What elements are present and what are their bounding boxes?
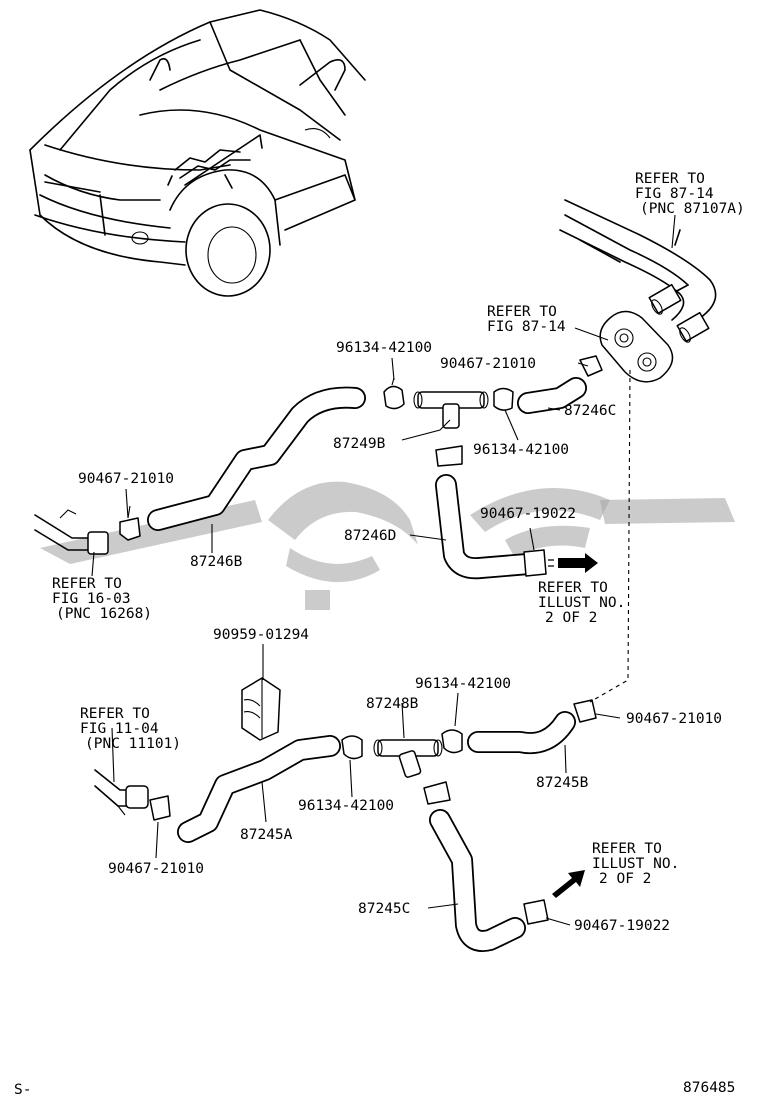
label-87246C: 87246C [564, 403, 616, 419]
arrow-up-right-lower [552, 870, 585, 898]
illustration-number: 876485 [683, 1080, 735, 1096]
label-96134-right: 96134-42100 [473, 442, 569, 458]
label-87245B: 87245B [536, 775, 589, 791]
arrow-right-upper [548, 553, 598, 573]
pipe-left-upper [34, 509, 109, 555]
label-90467-19022-upper: 90467-19022 [480, 506, 576, 522]
tee-87248B [373, 739, 443, 778]
hose-87246C [517, 377, 587, 414]
svg-text:(PNC 11101): (PNC 11101) [85, 736, 181, 752]
leader-lines [91, 214, 676, 926]
svg-text:REFER TO: REFER TO [52, 576, 122, 592]
svg-text:ILLUST NO.: ILLUST NO. [592, 856, 679, 872]
label-96134-upper-lower: 96134-42100 [415, 676, 511, 692]
svg-text:FIG 87-14: FIG 87-14 [487, 319, 566, 335]
hose-87246D [435, 474, 539, 580]
clip-90467-21010-lower-left [149, 795, 171, 821]
clip-90467-19022-upper [523, 549, 547, 577]
hose-87245C [429, 809, 526, 952]
svg-text:2 OF 2: 2 OF 2 [545, 610, 597, 626]
label-96134-top: 96134-42100 [336, 340, 432, 356]
hose-87245A [177, 735, 341, 843]
clamp-96134-lower-right [441, 729, 463, 754]
clamp-under-87248B [423, 781, 451, 805]
clamp-96134-top [383, 377, 405, 410]
label-90959: 90959-01294 [213, 627, 309, 643]
svg-text:REFER TO: REFER TO [80, 706, 150, 722]
label-87246B: 87246B [190, 554, 243, 570]
label-87246D: 87246D [344, 528, 396, 544]
tee-87249B [413, 391, 489, 429]
svg-text:REFER TO: REFER TO [538, 580, 608, 596]
label-87248B: 87248B [366, 696, 419, 712]
svg-text:FIG 11-04: FIG 11-04 [80, 721, 159, 737]
label-87249B: 87249B [333, 436, 386, 452]
vehicle-outline [29, 9, 366, 297]
svg-text:FIG 16-03: FIG 16-03 [52, 591, 131, 607]
label-90467-21010-upper-right: 90467-21010 [440, 356, 536, 372]
label-96134-lower-left: 96134-42100 [298, 798, 394, 814]
label-90467-21010-lower-left: 90467-21010 [108, 861, 204, 877]
hose-87245B [467, 711, 576, 754]
clamp-96134-lower-left [341, 735, 363, 760]
label-90467-21010-upper-left: 90467-21010 [78, 471, 174, 487]
svg-text:ILLUST NO.: ILLUST NO. [538, 595, 625, 611]
label-90467-21010-right-lower: 90467-21010 [626, 711, 722, 727]
label-87245A: 87245A [240, 827, 293, 843]
svg-text:REFER TO: REFER TO [487, 304, 557, 320]
refer-note-illust-lower: REFER TO ILLUST NO. 2 OF 2 [592, 841, 679, 887]
dashed-connector [589, 369, 631, 703]
footer-code: S- [14, 1082, 31, 1098]
refer-note-fig-87-14-pnc: REFER TO FIG 87-14 (PNC 87107A) [635, 171, 745, 217]
refer-note-fig-87-14: REFER TO FIG 87-14 [487, 304, 566, 335]
svg-text:FIG 87-14: FIG 87-14 [635, 186, 714, 202]
clip-90467-21010-right-upper [579, 355, 603, 377]
clamp-96134-right [493, 387, 514, 411]
clip-90467-21010-upper-left [119, 505, 141, 541]
refer-note-fig-11-04: REFER TO FIG 11-04 (PNC 11101) [80, 706, 181, 752]
watermark-logo [40, 481, 735, 610]
svg-text:REFER TO: REFER TO [635, 171, 705, 187]
label-90467-19022-lower: 90467-19022 [574, 918, 670, 934]
svg-text:(PNC 16268): (PNC 16268) [56, 606, 152, 622]
refer-note-fig-16-03: REFER TO FIG 16-03 (PNC 16268) [52, 576, 152, 622]
heater-pipes [559, 199, 717, 343]
svg-text:2 OF 2: 2 OF 2 [599, 871, 651, 887]
clamp-under-tee [435, 445, 463, 467]
grommet-plate [599, 310, 674, 383]
hose-87246B [147, 386, 366, 531]
clamp-90959 [241, 677, 281, 741]
clip-90467-21010-right-lower [573, 699, 597, 723]
label-87245C: 87245C [358, 901, 410, 917]
refer-note-illust-upper: REFER TO ILLUST NO. 2 OF 2 [538, 580, 625, 626]
clip-90467-19022-lower [523, 899, 549, 925]
pipe-left-lower [94, 769, 149, 816]
svg-text:(PNC 87107A): (PNC 87107A) [640, 201, 745, 217]
svg-text:REFER TO: REFER TO [592, 841, 662, 857]
